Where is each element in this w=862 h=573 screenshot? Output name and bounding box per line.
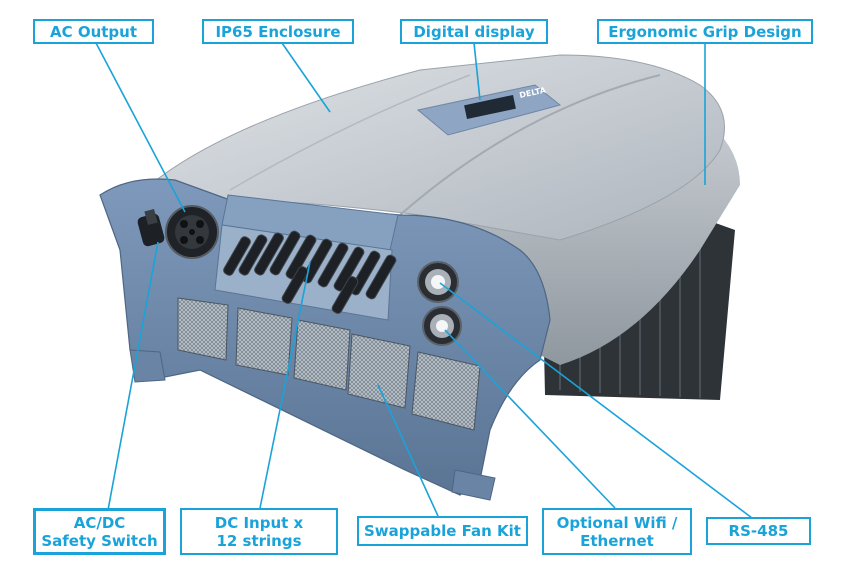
- digital-display: DELTA: [416, 84, 562, 136]
- cable-glands: [417, 261, 462, 346]
- safety-switch: [137, 208, 165, 247]
- mounting-feet: [129, 349, 496, 501]
- label-ac-output: AC Output: [33, 19, 154, 44]
- label-wifi-ethernet: Optional Wifi / Ethernet: [542, 508, 692, 555]
- label-ip65-enclosure: IP65 Enclosure: [202, 19, 354, 44]
- ac-output-connector: [165, 205, 219, 259]
- label-digital-display: Digital display: [400, 19, 548, 44]
- dc-input-connectors: [223, 230, 397, 314]
- label-ergonomic-grip: Ergonomic Grip Design: [597, 19, 813, 44]
- label-safety-switch: AC/DC Safety Switch: [33, 508, 166, 555]
- label-rs485: RS-485: [706, 517, 811, 545]
- callout-lines: [95, 42, 753, 519]
- label-dc-input: DC Input x 12 strings: [180, 508, 338, 555]
- label-fan-kit: Swappable Fan Kit: [357, 516, 528, 546]
- fan-kit: [177, 297, 481, 431]
